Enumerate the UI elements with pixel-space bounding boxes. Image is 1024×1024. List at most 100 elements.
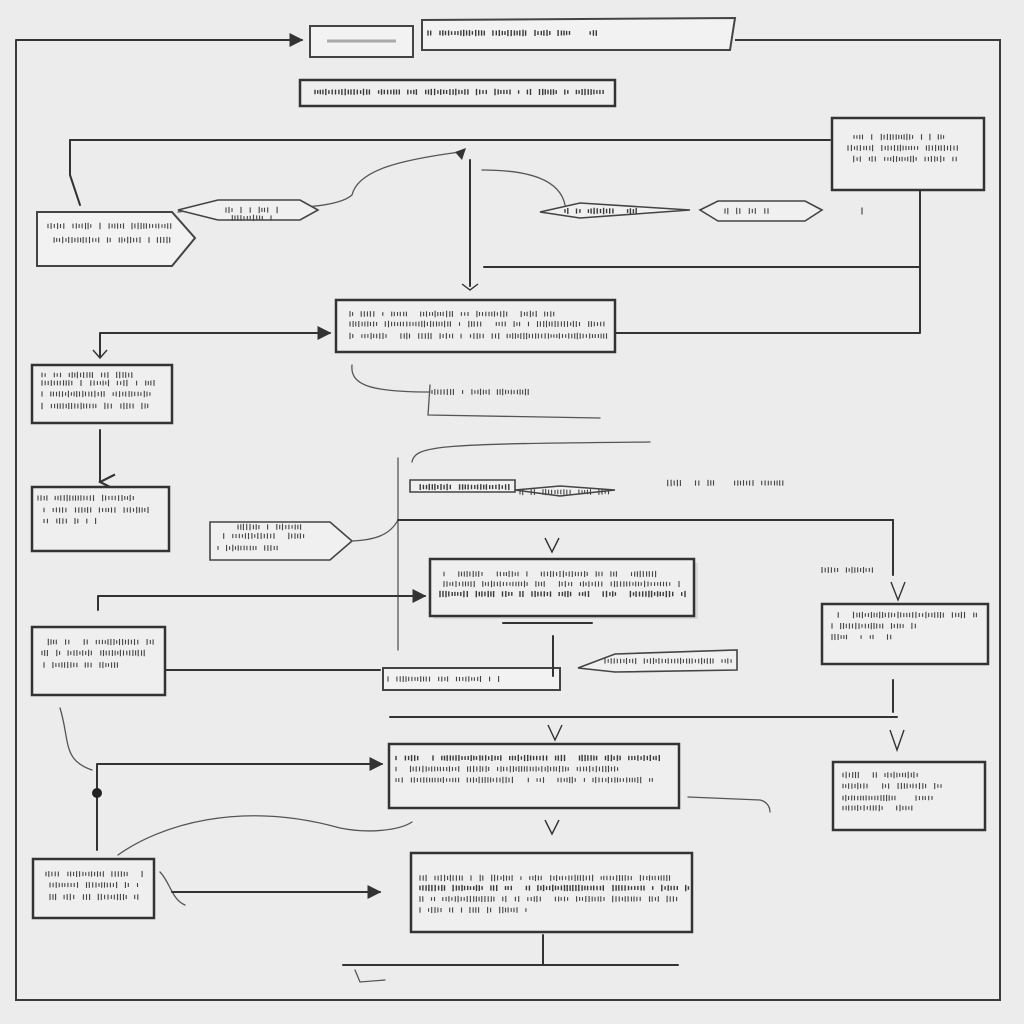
hub-arrow-icon bbox=[455, 148, 466, 160]
illegible-text-line-28 bbox=[443, 570, 657, 578]
illegible-text-line-44 bbox=[842, 782, 942, 790]
top-header bbox=[15, 16, 737, 108]
note-underline bbox=[427, 384, 601, 419]
title-box bbox=[421, 16, 737, 51]
illegible-text-line-30 bbox=[439, 590, 686, 598]
illegible-text-line-45 bbox=[842, 794, 933, 802]
arrow-to-lower-box bbox=[96, 757, 384, 851]
curve-mid-top bbox=[411, 441, 651, 463]
illegible-text-line-27 bbox=[519, 488, 610, 496]
illegible-text-line-29 bbox=[443, 580, 680, 588]
outer-frame bbox=[15, 39, 1001, 1001]
tag-center-upper bbox=[539, 202, 691, 219]
illegible-text-line-20 bbox=[43, 506, 149, 514]
illegible-text-line-3 bbox=[847, 144, 958, 152]
curve-left-d bbox=[159, 871, 186, 906]
illegible-text-line-18 bbox=[41, 402, 149, 410]
tag-mid-right bbox=[577, 649, 738, 673]
right-lower-arrow-icon bbox=[889, 729, 905, 753]
illegible-text-group bbox=[37, 29, 977, 914]
illegible-text-line-49 bbox=[49, 893, 139, 901]
mid-down-arrow-icon bbox=[544, 537, 560, 554]
illegible-text-line-46 bbox=[842, 804, 913, 812]
shaded-process-box bbox=[428, 557, 696, 618]
curve-to-note bbox=[351, 364, 431, 393]
illegible-text-line-13 bbox=[349, 332, 608, 340]
illegible-text-line-10 bbox=[724, 207, 769, 215]
tag-right-upper bbox=[698, 200, 824, 222]
left-drop-line bbox=[69, 139, 81, 206]
illegible-text-line-2 bbox=[853, 133, 945, 141]
left-pentagon-node bbox=[36, 211, 197, 267]
arrow-to-central-box bbox=[99, 326, 332, 358]
illegible-text-line-42 bbox=[395, 776, 653, 784]
illegible-text-line-25 bbox=[419, 483, 510, 491]
illegible-text-line-12 bbox=[349, 320, 605, 328]
curve-hub-to-right bbox=[481, 169, 566, 206]
subtitle-box bbox=[298, 78, 617, 108]
curve-pentagon-to-guide bbox=[351, 519, 399, 542]
bottom-down-arrow-icon bbox=[544, 819, 560, 836]
hub-down-arrow-icon bbox=[461, 283, 479, 291]
illegible-text-line-51 bbox=[419, 884, 690, 892]
illegible-text-line-36 bbox=[41, 649, 145, 657]
illegible-text-line-16 bbox=[41, 379, 155, 387]
illegible-text-line-21 bbox=[43, 517, 97, 524]
illegible-text-line-43 bbox=[842, 771, 918, 779]
illegible-text-line-0 bbox=[427, 29, 597, 37]
lower-down-arrow-icon bbox=[547, 724, 563, 742]
illegible-text-line-40 bbox=[395, 754, 660, 762]
illegible-text-line-23 bbox=[223, 532, 305, 540]
illegible-text-line-33 bbox=[831, 622, 916, 630]
left-box-b bbox=[30, 485, 171, 553]
right-to-center-line bbox=[614, 266, 921, 334]
left-down-arrow-icon bbox=[92, 349, 108, 360]
illegible-text-line-8 bbox=[231, 214, 272, 222]
illegible-text-line-14 bbox=[431, 388, 529, 396]
illegible-text-line-41 bbox=[395, 765, 619, 773]
tag-mid-pointer bbox=[514, 485, 616, 497]
illegible-text-line-52 bbox=[419, 895, 678, 903]
illegible-text-line-34 bbox=[831, 633, 892, 641]
illegible-text-line-38 bbox=[604, 657, 732, 665]
illegible-text-line-9 bbox=[564, 207, 637, 215]
illegible-text-line-5 bbox=[47, 222, 172, 230]
illegible-text-line-24 bbox=[217, 544, 278, 552]
right-mid-box bbox=[820, 602, 990, 666]
illegible-text-line-4 bbox=[853, 155, 957, 163]
tag-left-upper bbox=[177, 199, 320, 221]
left-box-c bbox=[30, 625, 167, 697]
curve-bottom-sweep bbox=[117, 815, 413, 856]
illegible-text-line-47 bbox=[45, 870, 143, 878]
junction-dot bbox=[92, 788, 102, 798]
illegible-text-line-1 bbox=[314, 88, 604, 96]
left-box-d bbox=[31, 857, 156, 920]
illegible-text-line-26 bbox=[667, 479, 784, 487]
right-return-line bbox=[483, 189, 921, 268]
curve-left-lower bbox=[59, 707, 93, 771]
illegible-text-line-15 bbox=[41, 371, 133, 379]
arrow-to-shaded-box bbox=[97, 589, 427, 611]
middle-flow bbox=[209, 441, 906, 651]
bottom-process-box bbox=[409, 851, 694, 934]
top-right-list-box bbox=[830, 116, 986, 192]
illegible-text-line-17 bbox=[41, 390, 151, 398]
illegible-text-line-11 bbox=[349, 310, 555, 318]
illegible-text-line-37 bbox=[43, 661, 118, 669]
illegible-text-line-19 bbox=[37, 494, 134, 502]
left-box-a bbox=[30, 363, 174, 425]
illegible-text-line-6 bbox=[53, 236, 171, 244]
central-process-box bbox=[334, 298, 617, 354]
bottom-exit-hook bbox=[354, 969, 386, 983]
right-branch-arrow-icon bbox=[890, 581, 906, 602]
illegible-text-line-7 bbox=[225, 206, 278, 214]
illegible-text-line-50 bbox=[419, 874, 671, 882]
tag-mid-pentagon bbox=[209, 521, 354, 561]
lower-process-box bbox=[387, 742, 681, 810]
curve-lower-right bbox=[687, 796, 771, 813]
illegible-text-line-48 bbox=[49, 881, 139, 889]
illegible-text-line-32 bbox=[837, 611, 977, 619]
illegible-text-line-53 bbox=[419, 906, 527, 914]
